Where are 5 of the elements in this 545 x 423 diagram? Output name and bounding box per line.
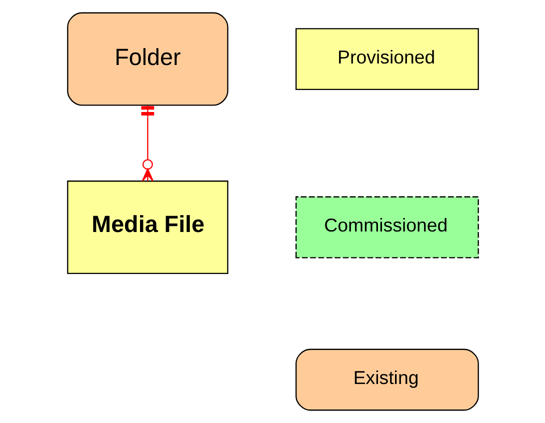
legend-label: Commissioned [324,214,448,236]
legend-label: Existing [352,367,418,388]
node-box: Folder [66,12,228,106]
legend-label: Provisioned [337,46,435,68]
node-box: Media File [66,180,228,274]
